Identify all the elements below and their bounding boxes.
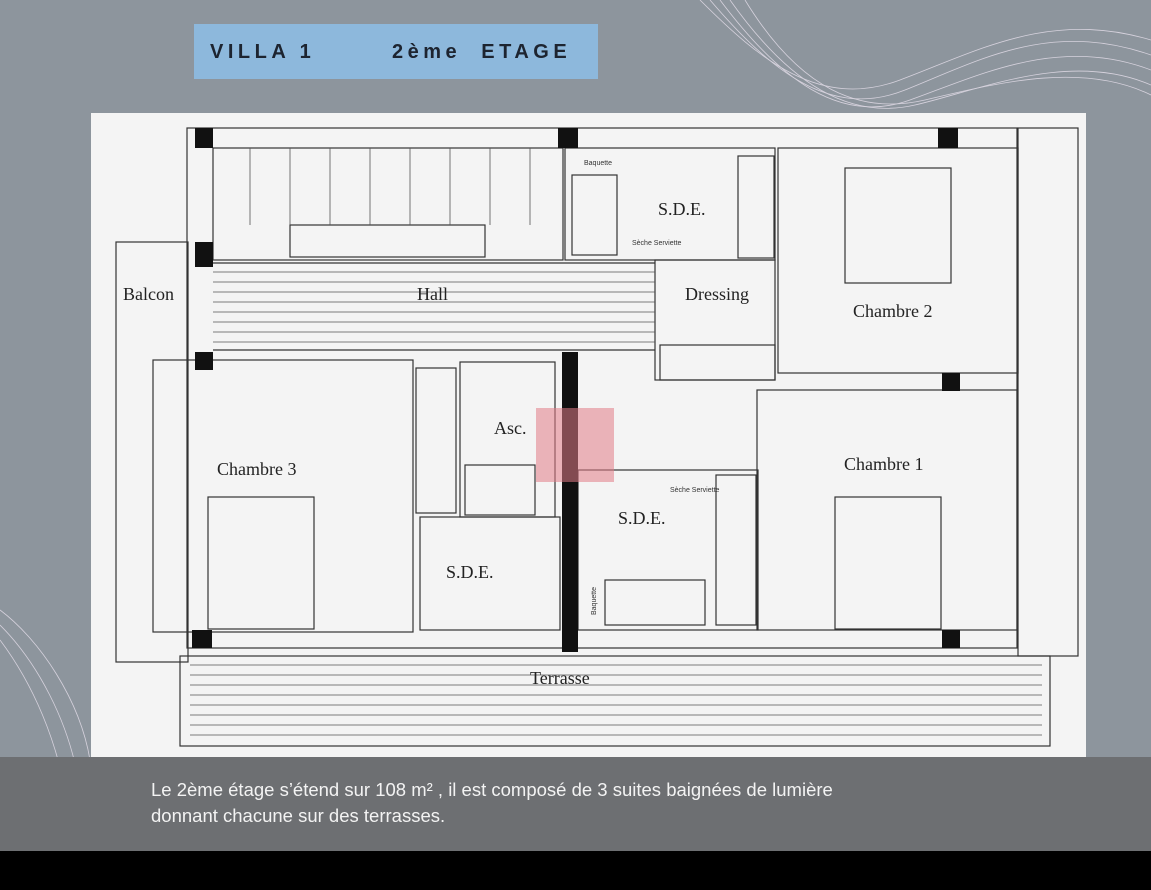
- caption-line-1: Le 2ème étage s’étend sur 108 m² , il es…: [151, 779, 833, 800]
- label-seche-serviette: Sèche Serviette: [632, 240, 682, 247]
- room-sde-top: S.D.E.: [658, 199, 706, 219]
- room-dressing: Dressing: [685, 284, 749, 304]
- villa-label: VILLA 1: [210, 41, 316, 63]
- label-seche-serviette: Sèche Serviette: [670, 487, 720, 494]
- caption-band: Le 2ème étage s’étend sur 108 m² , il es…: [0, 757, 1151, 851]
- room-balcon: Balcon: [123, 284, 174, 304]
- room-chambre-1: Chambre 1: [844, 454, 923, 474]
- room-hall: Hall: [417, 284, 448, 304]
- page-title: VILLA 1 2ème ETAGE: [194, 24, 598, 79]
- floor-label: 2ème ETAGE: [392, 41, 572, 63]
- room-terrasse: Terrasse: [530, 668, 590, 688]
- room-ascenseur: Asc.: [494, 418, 527, 438]
- bottom-bar: [0, 851, 1151, 890]
- label-baquette: Baquette: [591, 587, 598, 615]
- room-chambre-2: Chambre 2: [853, 301, 932, 321]
- room-chambre-3: Chambre 3: [217, 459, 296, 479]
- floor-plan: Balcon Hall Dressing S.D.E. Chambre 2 Ch…: [91, 113, 1086, 757]
- caption-line-2: donnant chacune sur des terrasses.: [151, 805, 446, 826]
- label-baquette: Baquette: [584, 160, 612, 167]
- watermark-logo: [536, 408, 614, 482]
- room-sde-left: S.D.E.: [446, 562, 494, 582]
- room-sde-right: S.D.E.: [618, 508, 666, 528]
